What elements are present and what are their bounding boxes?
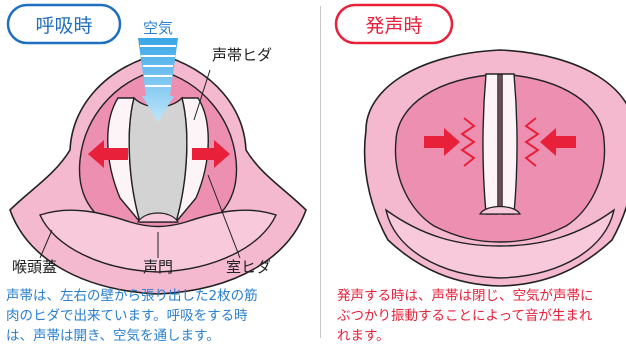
epiglottis-label: 喉頭蓋 <box>12 258 57 276</box>
phonation-caption: 発声する時は、声帯は閉じ、空気が声帯に ぶつかり振動することによって音が生まれ … <box>337 288 594 344</box>
vocal-folds-label: 声帯ヒダ <box>212 46 272 64</box>
arytenoid <box>136 212 180 223</box>
airflow-label: 空気 <box>143 19 173 37</box>
svg-text:発声時: 発声時 <box>365 15 422 37</box>
phonation-panel: 発声時 発声する時は、声帯は閉じ、空気が声帯に ぶつかり振動することによって音が… <box>326 0 626 344</box>
breathing-larynx-diagram: 呼吸時 空気 声 <box>6 3 307 295</box>
breathing-badge: 呼吸時 <box>6 3 122 45</box>
arytenoid <box>478 205 522 215</box>
ventricular-folds-leader <box>207 174 241 259</box>
right-vibration-lines <box>524 117 540 167</box>
left-vocal-fold <box>482 73 499 215</box>
left-inward-arrow <box>424 128 460 156</box>
right-inward-arrow <box>540 128 576 156</box>
phonation-larynx-diagram: 発声時 <box>334 3 626 287</box>
airflow-arrow <box>138 38 178 122</box>
breathing-caption: 声帯は、左右の壁から張り出した2枚の筋 肉のヒダで出来ています。呼吸をする時 は… <box>6 288 258 344</box>
right-outward-arrow <box>192 140 230 168</box>
epiglottis <box>384 208 616 279</box>
vocal-folds-leader <box>193 69 211 121</box>
breathing-panel: 呼吸時 空気 声 <box>6 3 307 344</box>
svg-text:呼吸時: 呼吸時 <box>35 15 92 37</box>
panel-divider <box>320 6 321 338</box>
right-vocal-fold <box>501 73 518 215</box>
phonation-badge: 発声時 <box>334 3 454 45</box>
glottis-label: 声門 <box>143 258 173 276</box>
left-vibration-lines <box>460 117 476 167</box>
ventricular-folds-label: 室ヒダ <box>226 258 271 276</box>
epiglottis-leader <box>39 229 53 259</box>
left-outward-arrow <box>88 140 128 168</box>
